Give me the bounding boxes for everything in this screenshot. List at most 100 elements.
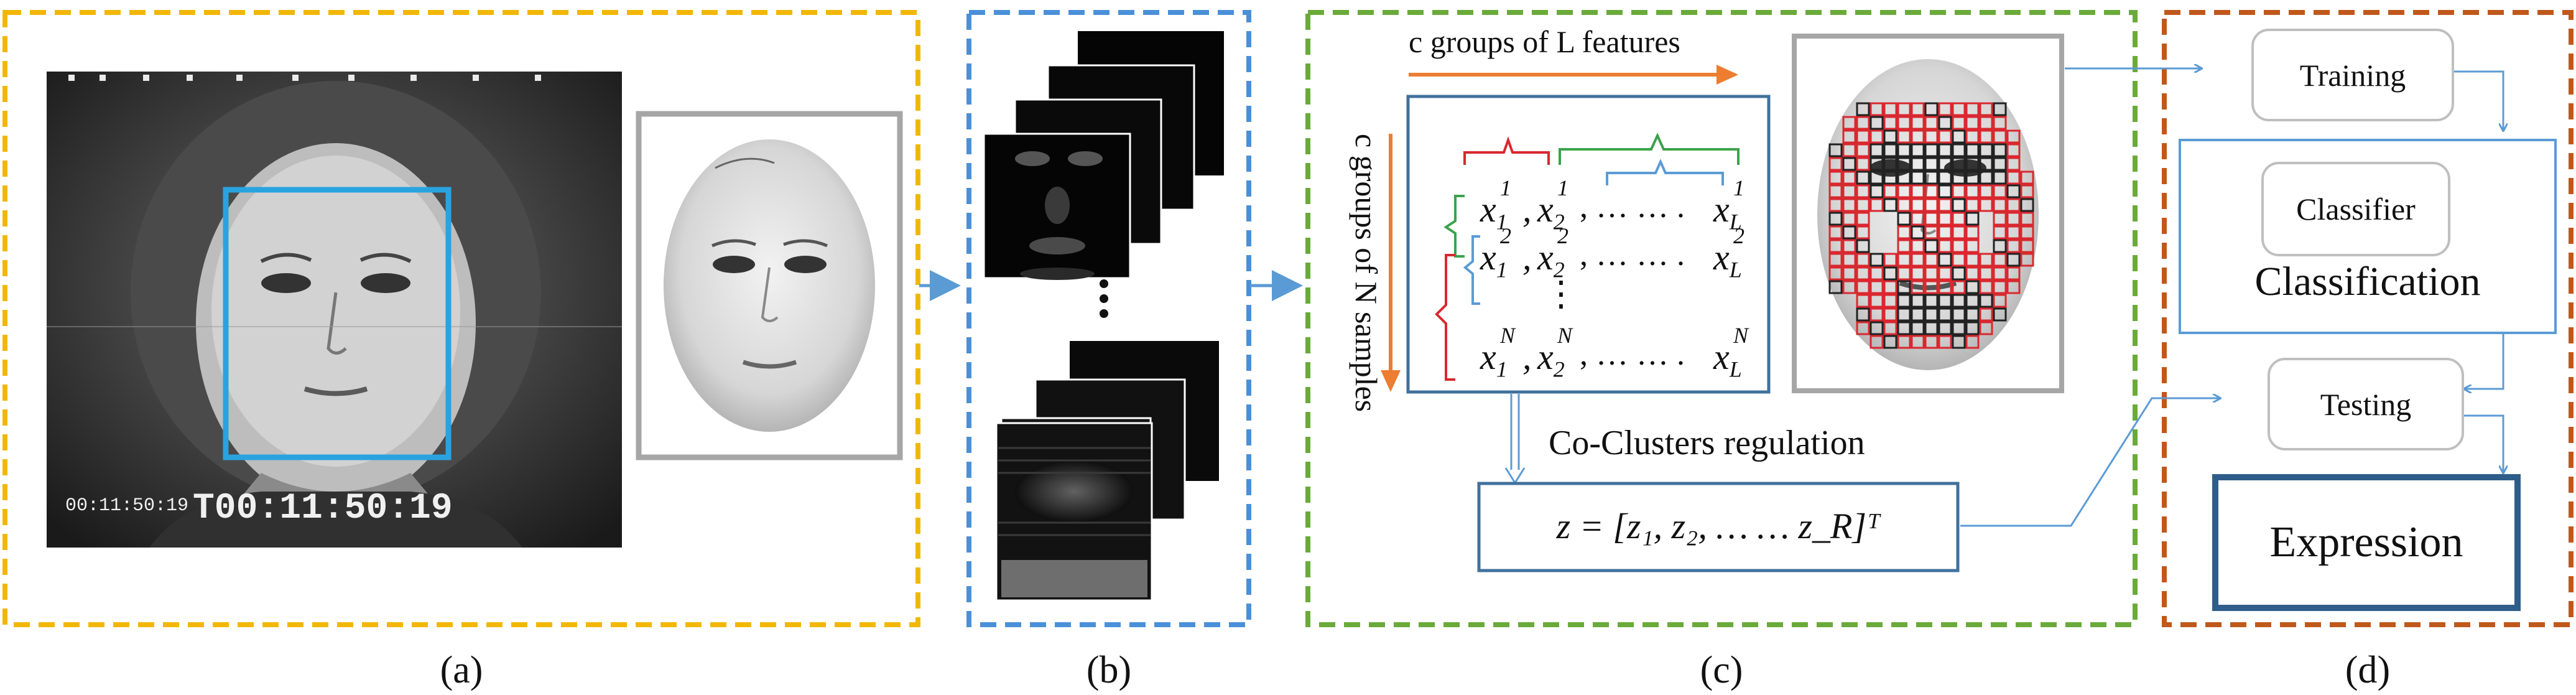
cluster-cell	[1993, 307, 2007, 322]
cluster-cell	[2006, 129, 2021, 144]
matrix-row-1: x1 1 , x2 1 , … … . xL 1	[1480, 175, 1744, 235]
arrow-z-to-testing	[1960, 398, 2220, 527]
cluster-cell	[1979, 170, 1993, 185]
cluster-cell	[1856, 294, 1870, 308]
cluster-cell	[1897, 198, 1911, 212]
cluster-cell	[1952, 307, 1966, 322]
cluster-cell	[2006, 266, 2021, 281]
cluster-cell	[1993, 170, 2007, 185]
cluster-cell	[1897, 307, 1911, 322]
cluster-cell	[1979, 143, 1993, 157]
cluster-cell	[1965, 335, 1980, 349]
cluster-cell	[1883, 280, 1897, 294]
features-label: c groups of L features	[1409, 24, 1680, 59]
cluster-cell	[1883, 321, 1897, 335]
cluster-cell	[1965, 212, 1980, 226]
cluster-cell	[1924, 198, 1939, 212]
cluster-cell	[1842, 253, 1856, 267]
testing-box	[2268, 358, 2464, 450]
samples-label: c groups of N samples	[1349, 134, 1384, 413]
cluster-cell	[1856, 184, 1870, 198]
cluster-cell	[1979, 116, 1993, 130]
cluster-cell	[2020, 225, 2034, 240]
x-2-L: xL	[1713, 237, 1742, 282]
cluster-cell	[1952, 294, 1966, 308]
cluster-cell	[1869, 266, 1884, 281]
cluster-cell	[2006, 212, 2021, 226]
bracket-red-top	[1463, 136, 1550, 165]
cluster-cell	[2006, 170, 2021, 185]
cluster-cell	[1911, 307, 1925, 322]
cluster-cell	[1924, 157, 1939, 171]
cluster-cell	[1938, 266, 1952, 281]
cluster-cell	[1897, 321, 1911, 335]
cluster-cell	[1993, 294, 2007, 308]
cluster-cell	[1979, 102, 1993, 116]
cluster-cell	[1897, 294, 1911, 308]
cluster-cell	[1856, 129, 1870, 144]
cluster-cell	[1993, 212, 2007, 226]
cluster-cell	[1856, 225, 1870, 240]
x-N-2: x2	[1537, 337, 1565, 382]
cluster-cell	[1883, 335, 1897, 349]
x-N-L: xL	[1713, 337, 1742, 382]
cluster-cell	[1979, 280, 1993, 294]
cluster-cell	[1883, 102, 1897, 116]
cluster-cell	[1993, 116, 2007, 130]
cluster-cell	[1911, 116, 1925, 130]
cluster-cell	[1924, 307, 1939, 322]
video-frame: 00:11:50:19 T00:11:50:19	[47, 72, 622, 548]
cluster-cell	[1965, 280, 1980, 294]
cluster-cell	[1993, 266, 2007, 281]
features-arrow-head	[1717, 65, 1738, 85]
cluster-cell	[1993, 102, 2007, 116]
cluster-cell	[1897, 157, 1911, 171]
cluster-cell	[1897, 170, 1911, 185]
vertical-ellipsis	[1100, 279, 1108, 318]
cluster-cell	[2006, 280, 2021, 294]
cluster-cell	[1965, 321, 1980, 335]
cluster-cell	[1856, 212, 1870, 226]
cluster-grid	[1828, 102, 2034, 349]
bracket-blue-top	[1606, 159, 1724, 185]
x-2-2: x2	[1537, 237, 1565, 282]
cluster-cell	[1979, 198, 1993, 212]
cluster-cell	[2020, 170, 2034, 185]
cluster-cell	[1869, 198, 1884, 212]
bracket-red-left	[1435, 254, 1455, 381]
cluster-cell	[1965, 116, 1980, 130]
cluster-cell	[1965, 198, 1980, 212]
cluster-cell	[2020, 184, 2034, 198]
caption-c: (c)	[1700, 649, 1743, 691]
cluster-cell	[1911, 266, 1925, 281]
cluster-cell	[1952, 198, 1966, 212]
cluster-cell	[1897, 184, 1911, 198]
cluster-cell	[1897, 239, 1911, 253]
cluster-cell	[1842, 170, 1856, 185]
cluster-cell	[1938, 198, 1952, 212]
cluster-cell	[1993, 184, 2007, 198]
cluster-cell	[2006, 157, 2021, 171]
cluster-cell	[1979, 253, 1993, 267]
feature-stack-bottom	[995, 341, 1219, 602]
cluster-cell	[1938, 307, 1952, 322]
cluster-cell	[1828, 184, 1843, 198]
cluster-cell	[1842, 184, 1856, 198]
cluster-cell	[1938, 143, 1952, 157]
cluster-cell	[1911, 294, 1925, 308]
cluster-cell	[1979, 184, 1993, 198]
cluster-cell	[1993, 239, 2007, 253]
cluster-cell	[1924, 321, 1939, 335]
cluster-cell	[1828, 239, 1843, 253]
cluster-cell	[1965, 307, 1980, 322]
panel-d-border	[2162, 10, 2574, 627]
cluster-cell	[1924, 335, 1939, 349]
cluster-cell	[1911, 184, 1925, 198]
cluster-cell	[1828, 266, 1843, 281]
cluster-cell	[1897, 225, 1911, 240]
cluster-cell	[1979, 266, 1993, 281]
cluster-cell	[1952, 239, 1966, 253]
cluster-cell	[1952, 335, 1966, 349]
cluster-cell	[1828, 170, 1843, 185]
cluster-cell	[2006, 143, 2021, 157]
